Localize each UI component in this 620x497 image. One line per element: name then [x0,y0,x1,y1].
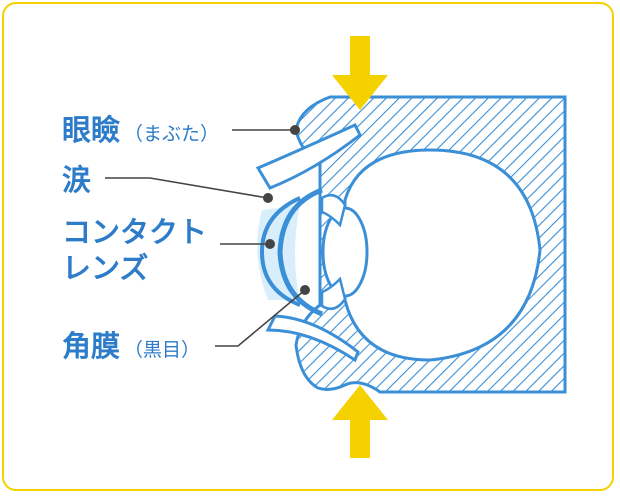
iris-upper [320,193,347,228]
contact-lens [259,196,301,307]
lower-eyelid [265,314,360,363]
label-cornea: 角膜（黒目） [62,330,200,363]
arrow-down-icon [332,36,388,110]
cornea [277,187,323,317]
label-tears: 涙 [62,163,91,197]
label-contact-lens-line2: レンズ [62,251,148,285]
eyeball [343,148,542,362]
iris-lower [320,276,347,311]
crystalline-lens [321,206,369,298]
arrow-up-icon [332,385,388,458]
leader-lines [105,125,310,347]
label-eyelid: 眼瞼（まぶた） [62,113,219,147]
label-contact-lens-line1: コンタクト [62,216,207,249]
upper-eyelid [255,123,362,190]
